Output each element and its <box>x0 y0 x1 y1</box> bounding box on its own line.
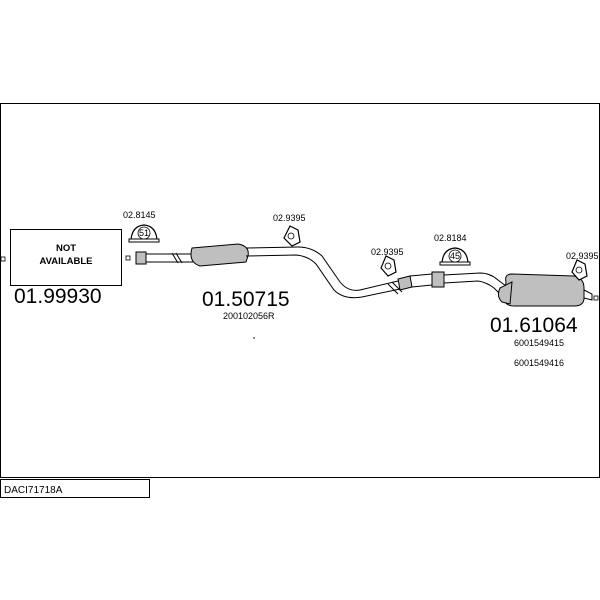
drawing-code: DACI71718A <box>4 485 63 496</box>
rear-silencer-pipe <box>431 271 599 307</box>
rear-silencer-end <box>497 281 513 305</box>
front-resonator <box>190 243 249 267</box>
front-pipe-joint <box>171 252 183 264</box>
oem-number-rear-1: 6001549415 <box>514 338 564 348</box>
part-number-not-available: 01.99930 <box>14 285 102 308</box>
not-available-box <box>10 229 122 286</box>
front-pipe-mid-upper <box>245 246 399 291</box>
drawing-code-box <box>0 479 150 498</box>
clamp-badge-label-1: 51 <box>139 228 149 238</box>
stray-dot <box>253 337 255 339</box>
part-number-front-section: 01.50715 <box>202 288 290 311</box>
front-outlet-pipe <box>409 273 433 288</box>
not-available-line2: AVAILABLE <box>40 256 93 267</box>
front-outlet-flange <box>397 275 413 291</box>
rear-pipe-upper <box>443 272 507 287</box>
oem-number-rear-2: 6001549416 <box>514 358 564 368</box>
not-available-part: NOT AVAILABLE <box>10 229 122 286</box>
accessory-code-5: 02.9395 <box>566 251 599 261</box>
accessory-code-4: 02.8184 <box>434 233 467 243</box>
part-number-rear-silencer: 01.61064 <box>490 314 578 337</box>
not-available-line1: NOT <box>56 243 76 254</box>
clamp-base-1 <box>128 238 160 243</box>
left-edge-marker <box>0 256 6 262</box>
hanger-hole-3 <box>384 262 392 270</box>
front-pipe-mid-lower <box>245 254 401 299</box>
clamp-base-4 <box>439 261 471 266</box>
accessory-code-1: 02.8145 <box>123 210 156 220</box>
clamp-badge-label-4: 45 <box>450 251 460 261</box>
accessory-code-3: 02.9395 <box>371 247 404 257</box>
hanger-hole-2 <box>287 232 295 240</box>
accessory-clamp-1: 02.8145 51 <box>123 210 160 243</box>
rear-silencer-body <box>503 273 585 307</box>
rear-tailpipe <box>583 289 593 301</box>
accessory-code-2: 02.9395 <box>273 213 306 223</box>
accessory-hanger-5: 02.9395 <box>566 251 599 281</box>
front-section-pipe <box>135 243 433 299</box>
accessory-hanger-2: 02.9395 <box>273 213 306 247</box>
right-edge-marker <box>593 295 599 301</box>
rear-inlet-flange <box>431 271 445 288</box>
oem-number-front-section: 200102056R <box>223 311 275 321</box>
clamp-badge-1 <box>137 226 151 240</box>
hanger-hole-5 <box>575 266 583 274</box>
accessory-clamp-4: 02.8184 45 <box>434 233 471 266</box>
clamp-badge-4 <box>448 249 462 263</box>
box-connector <box>125 255 131 261</box>
front-inlet-flange <box>135 251 147 265</box>
rear-pipe-lower <box>443 280 501 295</box>
accessory-hanger-3: 02.9395 <box>371 247 404 277</box>
